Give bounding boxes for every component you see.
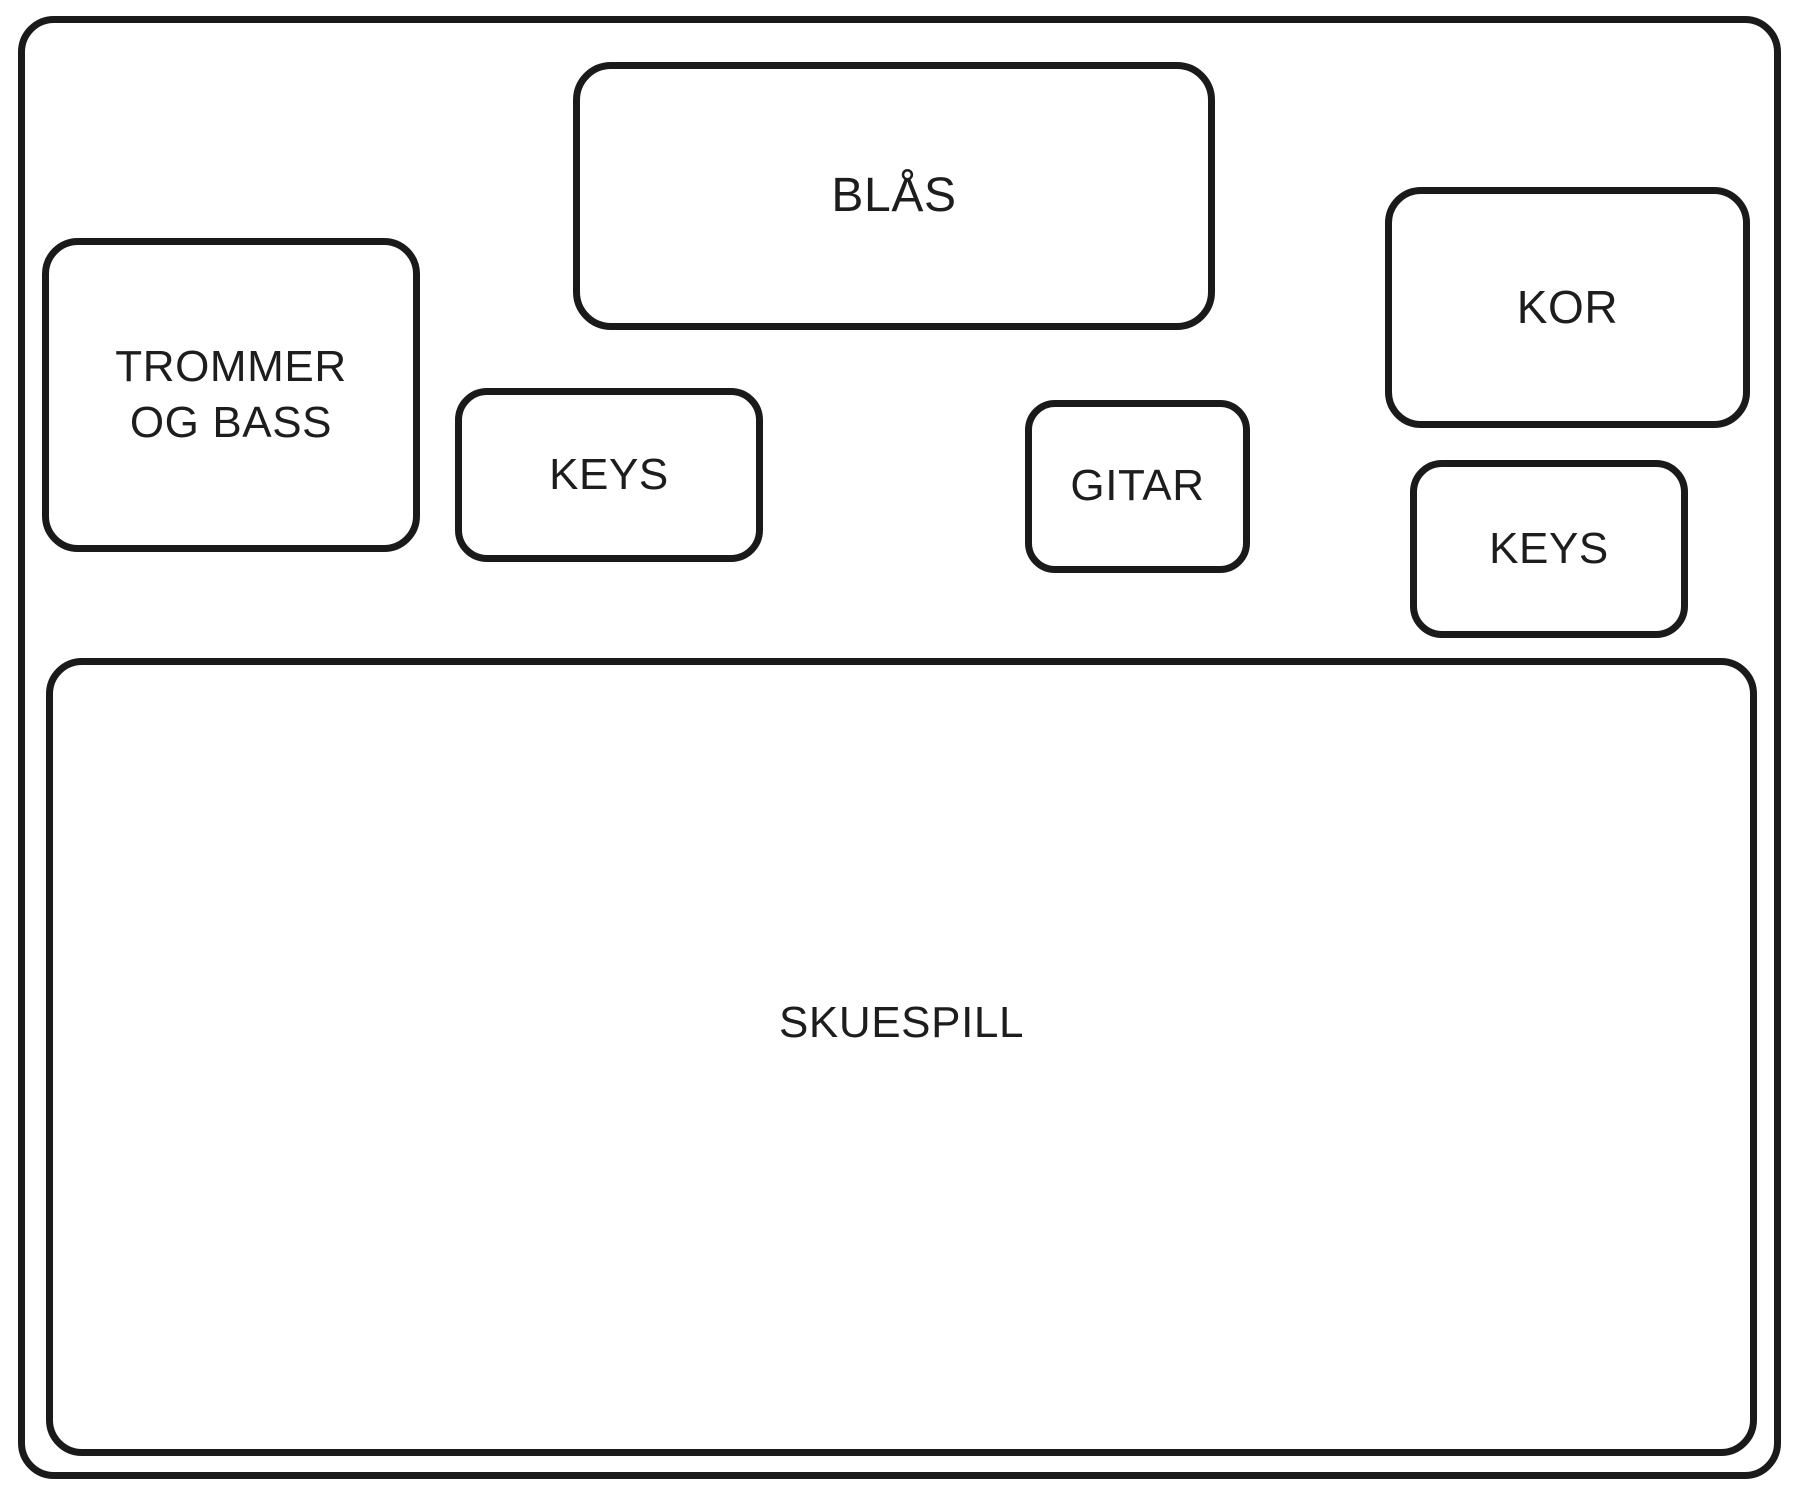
zone-kor[interactable]: KOR — [1385, 187, 1750, 428]
zone-label-kor: KOR — [1516, 281, 1619, 334]
zone-gitar[interactable]: GITAR — [1025, 400, 1250, 573]
zone-skuespill[interactable]: SKUESPILL — [46, 658, 1757, 1456]
zone-label-blas: BLÅS — [831, 169, 957, 223]
zone-label-gitar: GITAR — [1070, 461, 1205, 511]
zone-label-keys-left: KEYS — [549, 449, 669, 499]
zone-trommer-og-bass[interactable]: TROMMER OG BASS — [42, 238, 420, 552]
zone-label-trommer-og-bass: TROMMER OG BASS — [115, 341, 347, 447]
zone-label-keys-right: KEYS — [1489, 523, 1609, 573]
zone-keys-left[interactable]: KEYS — [455, 388, 763, 562]
zone-label-skuespill: SKUESPILL — [778, 997, 1025, 1047]
zone-blas[interactable]: BLÅS — [573, 62, 1215, 330]
zone-keys-right[interactable]: KEYS — [1410, 460, 1688, 638]
